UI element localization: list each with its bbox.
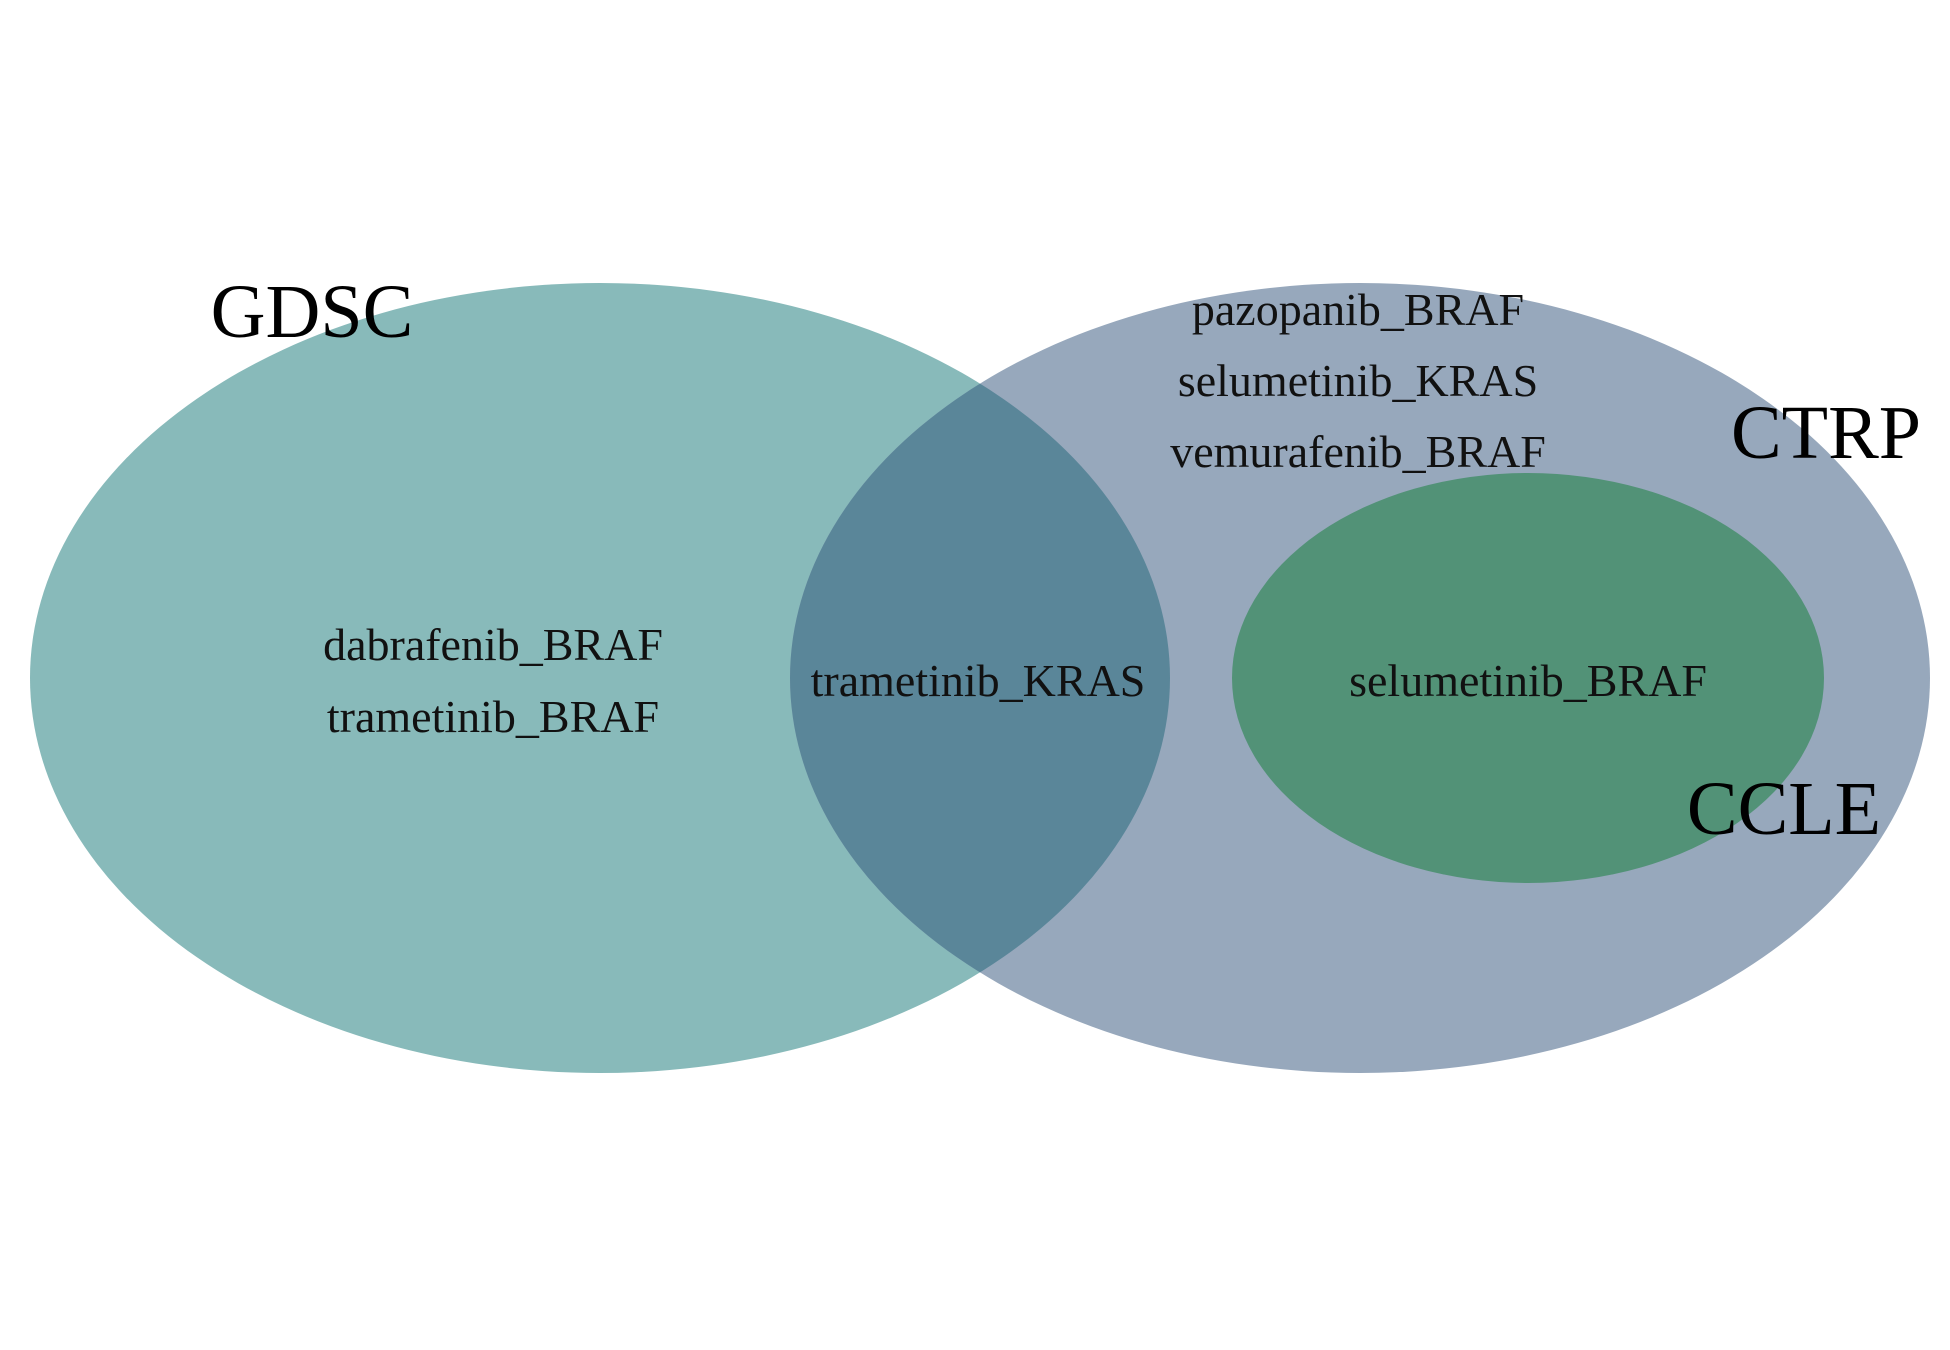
gdsc-set-label: GDSC (211, 270, 414, 354)
region-item-ctrp-only-1: pazopanib_BRAF (1192, 284, 1524, 335)
gdsc-ctrp-overlap-region (790, 283, 1170, 1073)
region-item-ctrp-ccle-1: selumetinib_BRAF (1349, 655, 1707, 706)
region-item-gdsc-only-1: dabrafenib_BRAF (323, 619, 663, 670)
ccle-set-ellipse (1232, 473, 1824, 883)
region-item-ctrp-only-2: selumetinib_KRAS (1178, 355, 1538, 406)
region-item-gdsc-only-2: trametinib_BRAF (327, 691, 659, 742)
ctrp-set-label: CTRP (1731, 391, 1921, 475)
region-item-ctrp-only-3: vemurafenib_BRAF (1170, 426, 1546, 477)
ccle-set-label: CCLE (1687, 767, 1881, 851)
region-item-gdsc-ctrp-1: trametinib_KRAS (811, 655, 1146, 706)
